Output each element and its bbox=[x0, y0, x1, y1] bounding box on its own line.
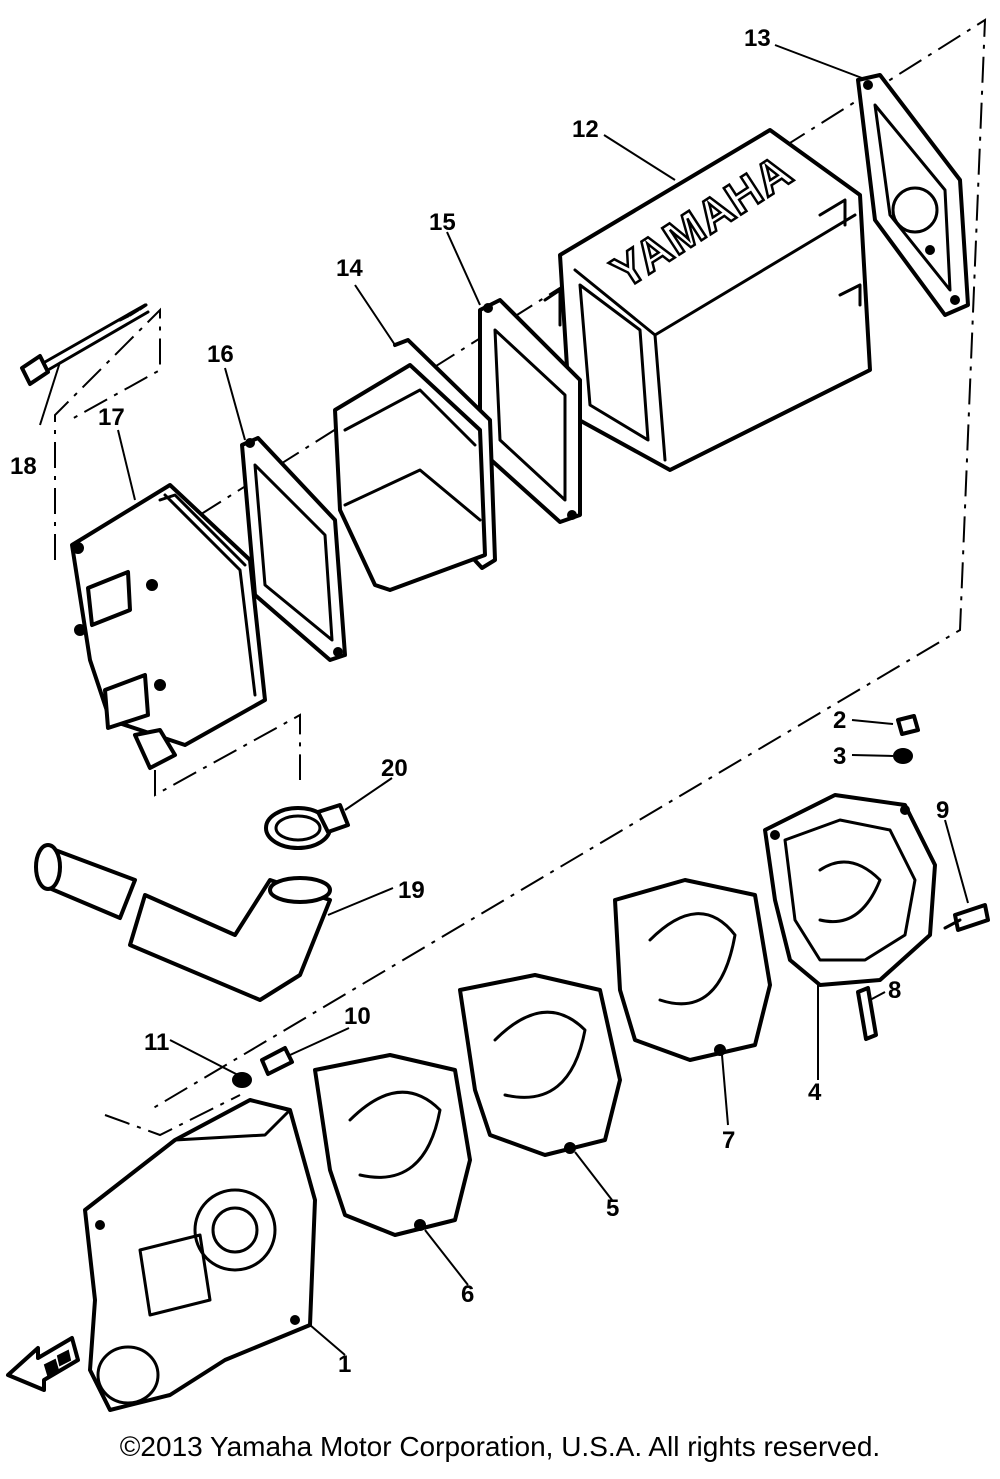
callout-numbers: 13 12 15 14 16 17 18 20 19 2 3 9 8 4 7 5… bbox=[10, 25, 949, 1378]
callout-1: 1 bbox=[338, 1351, 351, 1378]
assembly-axis-lines bbox=[54, 18, 987, 1137]
part-17-end-cover bbox=[70, 483, 267, 770]
callout-3: 3 bbox=[833, 743, 846, 770]
callout-2: 2 bbox=[833, 707, 846, 734]
callout-12: 12 bbox=[572, 116, 599, 143]
part-19-exhaust-hose bbox=[34, 843, 332, 1002]
part-6-gasket bbox=[313, 1053, 472, 1237]
copyright-notice: ©2013 Yamaha Motor Corporation, U.S.A. A… bbox=[119, 1431, 881, 1462]
callout-17: 17 bbox=[98, 404, 125, 431]
part-4-exhaust-joint bbox=[763, 793, 937, 987]
part-11-washer bbox=[232, 1072, 252, 1088]
part-15-gasket bbox=[478, 298, 582, 524]
callout-leader-lines bbox=[39, 44, 969, 1356]
part-20-hose-clamp bbox=[264, 803, 350, 850]
callout-20: 20 bbox=[381, 755, 408, 782]
callout-10: 10 bbox=[344, 1003, 371, 1030]
part-12-muffler-body: YAMAHA bbox=[543, 128, 872, 472]
part-8-pin bbox=[856, 986, 878, 1041]
part-2-plug bbox=[896, 714, 920, 736]
forward-arrow-icon bbox=[6, 1336, 80, 1392]
part-9-bolt bbox=[943, 903, 990, 932]
callout-11: 11 bbox=[144, 1029, 169, 1056]
exploded-parts-diagram: YAMAHA bbox=[6, 18, 990, 1412]
callout-13: 13 bbox=[744, 25, 771, 52]
callout-6: 6 bbox=[461, 1281, 474, 1308]
callout-8: 8 bbox=[888, 977, 901, 1004]
part-18-bolt bbox=[20, 303, 150, 386]
part-5-gasket bbox=[458, 973, 622, 1157]
callout-4: 4 bbox=[808, 1079, 822, 1106]
callout-9: 9 bbox=[936, 797, 949, 824]
part-14-inner-cover bbox=[333, 338, 497, 592]
part-3-washer bbox=[893, 748, 913, 764]
callout-5: 5 bbox=[606, 1195, 619, 1222]
callout-18: 18 bbox=[10, 453, 37, 480]
callout-7: 7 bbox=[722, 1127, 735, 1154]
part-1-exhaust-housing bbox=[83, 1098, 317, 1412]
callout-14: 14 bbox=[336, 255, 363, 282]
callout-15: 15 bbox=[429, 209, 456, 236]
part-10-screw bbox=[260, 1046, 294, 1076]
part-7-gasket bbox=[613, 878, 772, 1062]
callout-19: 19 bbox=[398, 877, 425, 904]
callout-16: 16 bbox=[207, 341, 234, 368]
part-13-rear-gasket bbox=[856, 73, 970, 317]
